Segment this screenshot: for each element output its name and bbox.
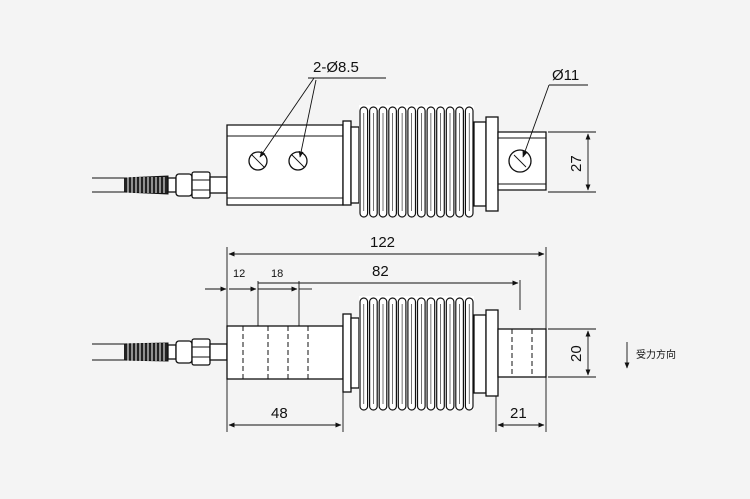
side-view: 122 82 12 18 20 48 (92, 234, 676, 432)
dim-length-12-18 (205, 281, 312, 326)
dim-length-21 (495, 377, 547, 432)
dim-height-top (548, 131, 596, 193)
height-bottom-label: 20 (568, 345, 585, 362)
top-mount-block (226, 120, 360, 206)
top-view: 2-Ø8.5 Ø11 27 (92, 59, 596, 218)
dim-length-48 (226, 379, 344, 432)
hole-single-label: Ø11 (552, 67, 579, 84)
overall-length-label: 122 (370, 234, 395, 251)
length-18-label: 18 (271, 268, 283, 280)
hole-1 (248, 151, 268, 171)
length-21-label: 21 (510, 405, 527, 422)
holes-leader (259, 77, 386, 158)
side-mount-block (226, 313, 360, 393)
height-top-label: 27 (568, 155, 585, 172)
hole-single (508, 149, 532, 173)
force-direction-label: 受力方向 (636, 348, 676, 361)
hole-single-leader (522, 84, 588, 158)
side-end-block (473, 309, 547, 397)
dim-length-82 (258, 280, 521, 310)
top-end-block (473, 116, 547, 212)
dim-overall-length (226, 247, 547, 329)
side-cable (92, 338, 228, 366)
holes-label: 2-Ø8.5 (313, 59, 359, 76)
hole-2 (288, 151, 308, 171)
length-82-label: 82 (372, 263, 389, 280)
dim-height-bottom (548, 328, 596, 378)
top-bellows (359, 105, 474, 218)
top-cable (92, 171, 228, 199)
side-bellows (359, 296, 474, 411)
length-12-label: 12 (233, 268, 245, 280)
length-48-label: 48 (271, 405, 288, 422)
